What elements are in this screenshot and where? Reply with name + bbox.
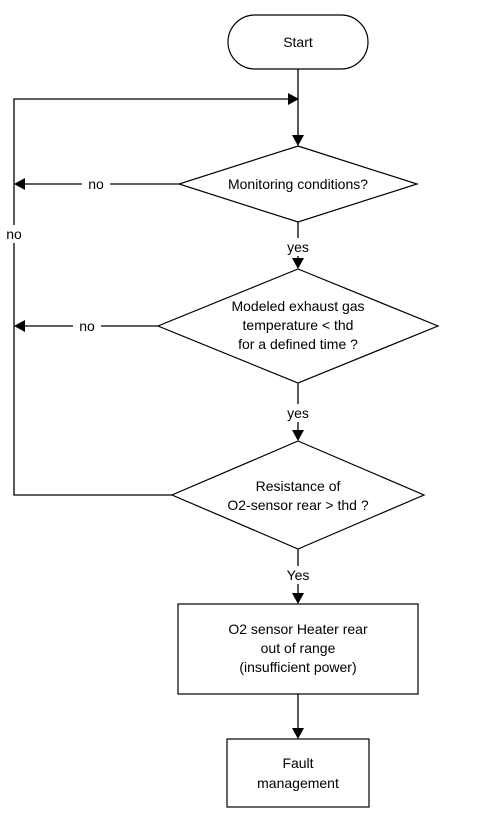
arrowhead-into-process1 [292, 593, 304, 604]
decision1-label: Monitoring conditions? [228, 176, 368, 192]
label-bg-yes1 [282, 238, 314, 256]
arrowhead-loop-entry [288, 93, 299, 105]
decision2-label-line2: temperature < thd [243, 317, 354, 333]
label-bg-yes3 [280, 566, 316, 584]
label-bg-no2 [73, 317, 101, 335]
label-no-left: no [6, 226, 22, 242]
decision3-label-line1: Resistance of [256, 478, 341, 494]
decision2-label-line1: Modeled exhaust gas [231, 298, 364, 314]
arrowhead-decision2-no [14, 320, 25, 332]
label-bg-no-left [2, 225, 28, 243]
arrowhead-decision1-no [14, 178, 25, 190]
decision-o2-sensor-resistance [170, 440, 426, 550]
label-yes3: Yes [287, 567, 310, 583]
decision2-label-line3: for a defined time ? [238, 336, 358, 352]
process1-label-line3: (insufficient power) [239, 659, 356, 675]
process1-label-line1: O2 sensor Heater rear [228, 621, 368, 637]
arrowhead-into-decision3 [292, 430, 304, 441]
arrowhead-into-decision1 [292, 135, 304, 146]
label-no1: no [88, 176, 104, 192]
start-label: Start [283, 34, 313, 50]
label-yes2: yes [287, 405, 309, 421]
process-fault-management [226, 738, 370, 808]
label-yes1: yes [287, 239, 309, 255]
loop-back-line [13, 98, 288, 496]
label-bg-yes2 [282, 404, 314, 422]
process2-label-line1: Fault [282, 755, 313, 771]
process1-label-line2: out of range [261, 640, 336, 656]
label-bg-no1 [82, 175, 110, 193]
decision3-label-line2: O2-sensor rear > thd ? [227, 497, 368, 513]
process2-label-line2: management [257, 775, 339, 791]
arrowhead-into-process2 [292, 728, 304, 739]
arrowhead-into-decision2 [292, 258, 304, 269]
label-no2: no [79, 318, 95, 334]
